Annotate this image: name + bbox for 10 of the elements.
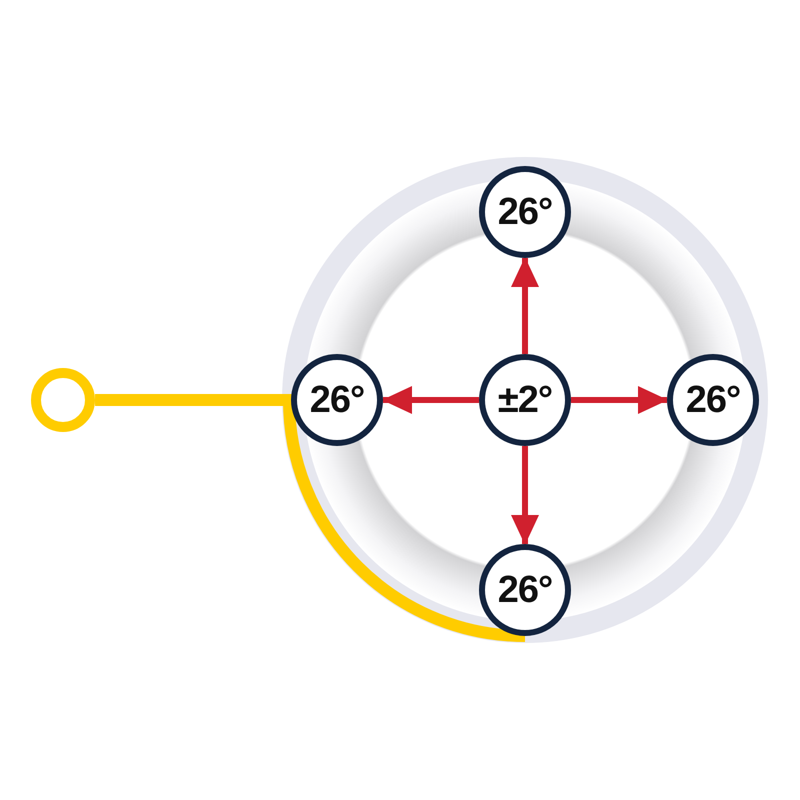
- arrow: [511, 446, 539, 545]
- arrow: [571, 386, 668, 414]
- arrow: [511, 257, 539, 354]
- angle-label: 26°: [686, 378, 740, 422]
- angle-label: 26°: [498, 190, 552, 234]
- connector-line: [95, 394, 526, 642]
- angle-label: 26°: [310, 378, 364, 422]
- angle-label: ±2°: [498, 378, 552, 422]
- angle-label: 26°: [498, 568, 552, 612]
- arrow: [382, 386, 479, 414]
